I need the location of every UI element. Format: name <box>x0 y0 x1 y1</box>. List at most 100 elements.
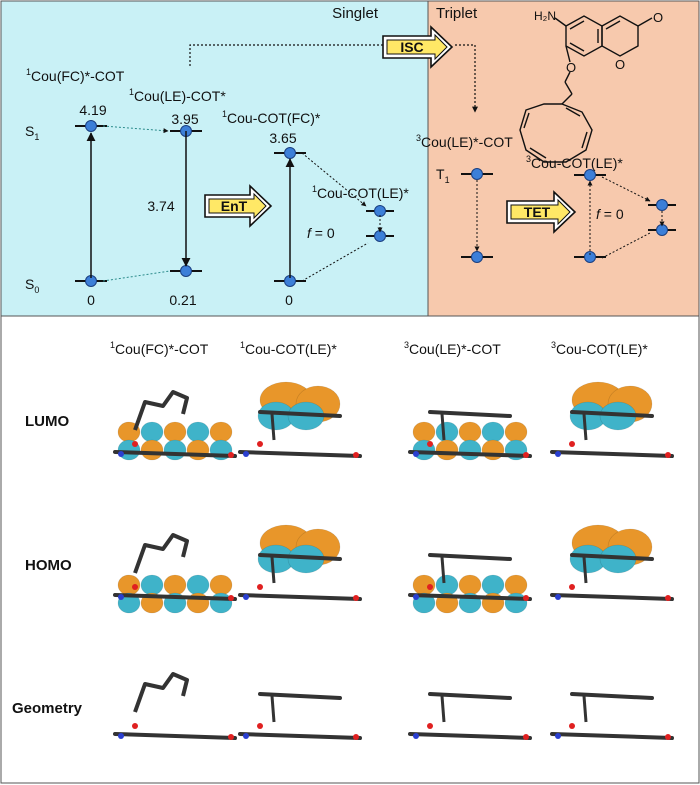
isc-path-start <box>189 44 383 66</box>
molecule-r1-c0 <box>113 533 237 614</box>
energy-level-dot <box>584 251 596 263</box>
linker-chain <box>270 413 276 441</box>
molecule-r1-c1 <box>238 524 362 601</box>
nitrogen-atom <box>118 451 124 457</box>
orbital-lobe <box>435 439 459 461</box>
cot-stacked-ring <box>258 553 342 561</box>
tet-badge: TET <box>506 190 577 234</box>
ether-oxygen-atom <box>257 723 263 729</box>
ether-oxygen-atom <box>132 584 138 590</box>
orbital-lobe <box>435 421 459 443</box>
state-s1-label: S1 <box>25 123 39 142</box>
coumarin-backbone <box>550 450 674 458</box>
triplet-region <box>427 0 700 317</box>
energy-level-dot <box>180 265 192 277</box>
orbital-lobe <box>504 421 528 443</box>
energy-level-dot <box>471 251 483 263</box>
tet-label: TET <box>524 204 551 220</box>
nitrogen-atom <box>118 733 124 739</box>
nitrogen-atom <box>243 451 249 457</box>
energy-0-b: 0 <box>285 292 293 308</box>
cot-stacked-ring <box>570 692 654 700</box>
orbital-lobe <box>163 439 187 461</box>
energy-level-dot <box>85 120 97 132</box>
ether-oxygen-atom <box>569 441 575 447</box>
linker-chain <box>582 695 588 723</box>
energy-level-dot <box>656 199 668 211</box>
energy-0-21: 0.21 <box>169 292 196 308</box>
amino-group-label: H₂N <box>534 9 556 23</box>
cot-stacked-ring <box>428 692 512 700</box>
energy-4-19: 4.19 <box>79 102 106 118</box>
orbital-lobe <box>163 421 187 443</box>
oxygen-atom <box>523 595 529 601</box>
oxygen-atom <box>353 452 359 458</box>
energy-level-dot <box>374 230 386 242</box>
coumarin-backbone <box>550 732 674 740</box>
coumarin-backbone <box>408 450 532 458</box>
coumarin-backbone <box>238 450 362 458</box>
ether-oxygen-atom <box>427 441 433 447</box>
molecule-r0-c3 <box>550 381 674 458</box>
oxygen-atom <box>665 452 671 458</box>
tet-ground-line <box>601 232 651 259</box>
orbital-lobe <box>504 592 528 614</box>
cot-stacked-ring <box>570 553 654 561</box>
energy-3-95: 3.95 <box>171 111 198 127</box>
ring-oxygen-label: O <box>615 57 625 72</box>
molecule-renderings <box>113 381 674 740</box>
linker-chain <box>440 413 446 441</box>
ent-label: EnT <box>221 198 248 214</box>
species-fc-cot: 1Cou(FC)*-COT <box>26 67 125 84</box>
orbital-lobe <box>140 574 164 596</box>
column-header-2: 1Cou-COT(LE)* <box>240 340 337 357</box>
coumarin-backbone <box>238 593 362 601</box>
tet-relax-arrow <box>601 176 651 202</box>
energy-3-65: 3.65 <box>269 130 296 146</box>
carbonyl-oxygen-label: O <box>653 10 663 25</box>
column-header-4: 3Cou-COT(LE)* <box>551 340 648 357</box>
ether-oxygen-atom <box>257 441 263 447</box>
energy-level-dot <box>656 224 668 236</box>
row-label-homo: HOMO <box>25 557 72 574</box>
state-s0-label: S0 <box>25 276 39 295</box>
molecule-r0-c2 <box>408 410 532 461</box>
orbital-lobe <box>163 574 187 596</box>
ether-oxygen-label: O <box>566 60 576 75</box>
ground-relax-line <box>102 270 171 282</box>
species-cot-fc: 1Cou-COT(FC)* <box>222 109 321 126</box>
energy-level-dot <box>584 169 596 181</box>
column-header-3: 3Cou(LE)*-COT <box>404 340 501 357</box>
cot-stacked-ring <box>428 553 512 561</box>
singlet-label: Singlet <box>332 5 379 22</box>
species-t-cot-le: 3Cou-COT(LE)* <box>526 154 623 171</box>
linker-chain <box>440 556 446 584</box>
coumarin-backbone <box>550 593 674 601</box>
coumarin-backbone <box>113 450 237 458</box>
ent-badge: EnT <box>204 184 273 228</box>
coumarin-backbone <box>238 732 362 740</box>
orbital-lobe <box>435 574 459 596</box>
cot-folded-ring <box>133 533 189 574</box>
cot-stacked-ring <box>258 692 342 700</box>
orbital-lobe <box>458 421 482 443</box>
ether-oxygen-atom <box>569 723 575 729</box>
ether-oxygen-atom <box>427 723 433 729</box>
triplet-label: Triplet <box>436 5 478 22</box>
energy-levels <box>75 120 676 287</box>
state-t1-label: T1 <box>436 166 450 185</box>
molecule-r0-c0 <box>113 390 237 461</box>
oxygen-atom <box>228 595 234 601</box>
energy-0-a: 0 <box>87 292 95 308</box>
orbital-lobe <box>412 421 436 443</box>
cot-folded-ring <box>133 672 189 713</box>
cot-relax-arrow <box>301 152 367 207</box>
molecule-r2-c0 <box>113 672 237 740</box>
molecule-r1-c3 <box>550 524 674 601</box>
linker-chain <box>582 556 588 584</box>
cot-ground-line <box>301 242 369 282</box>
nitrogen-atom <box>243 594 249 600</box>
orbital-lobe <box>481 421 505 443</box>
singlet-region <box>0 0 429 317</box>
